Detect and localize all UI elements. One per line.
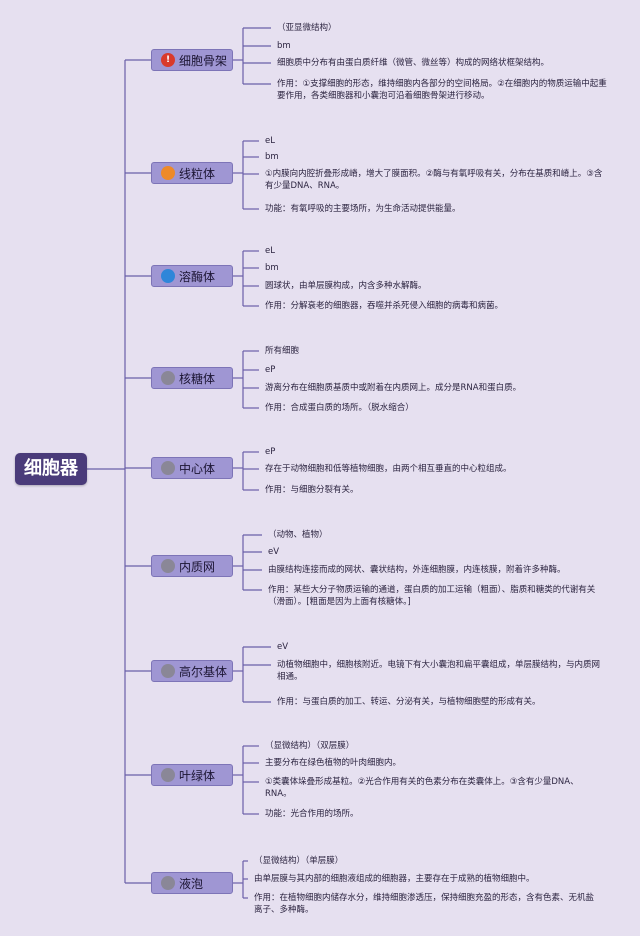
leaf-text: 作用：合成蛋白质的场所。（脱水缩合） xyxy=(265,403,414,413)
leaf-text: eL xyxy=(265,136,275,146)
leaf-text: 作用：与细胞分裂有关。 xyxy=(265,485,359,495)
leaf-text: ①内膜向内腔折叠形成嵴，增大了膜面积。②酶与有氧呼吸有关，分布在基质和嵴上。③含… xyxy=(265,169,603,191)
progress-icon xyxy=(161,166,175,180)
leaf-text: 由膜结构连接而成的网状、囊状结构，外连细胞膜，内连核膜，附着许多种酶。 xyxy=(268,565,566,575)
leaf-text: 游离分布在细胞质基质中或附着在内质网上。成分是RNA和蛋白质。 xyxy=(265,383,522,393)
leaf-text: 所有细胞 xyxy=(265,346,300,356)
leaf-text: eP xyxy=(265,365,276,375)
node-label: 溶酶体 xyxy=(179,269,216,284)
leaf-text: 细胞质中分布有由蛋白质纤维（微管、微丝等）构成的网络状框架结构。 xyxy=(277,58,550,68)
node-9[interactable]: 液泡 xyxy=(151,872,233,894)
node-label: 核糖体 xyxy=(179,371,216,386)
node-label: 叶绿体 xyxy=(179,768,216,783)
node-6[interactable]: 内质网 xyxy=(151,555,233,577)
leaf-text: 存在于动物细胞和低等植物细胞，由两个相互垂直的中心粒组成。 xyxy=(265,464,512,474)
progress-icon xyxy=(161,269,175,283)
leaf-text: （显微结构）（双层膜） xyxy=(265,741,355,751)
leaf-text: bm xyxy=(265,263,279,273)
leaf-text: bm xyxy=(265,152,279,162)
status-dot-icon xyxy=(161,876,175,890)
status-dot-icon xyxy=(161,371,175,385)
leaf-text: eP xyxy=(265,447,276,457)
node-label: 细胞骨架 xyxy=(179,53,228,68)
leaf-text: eL xyxy=(265,246,275,256)
leaf-text: （亚显微结构） xyxy=(277,23,337,33)
leaf-text: 作用：某些大分子物质运输的通道，蛋白质的加工运输（粗面）、脂质和糖类的代谢有关（… xyxy=(268,585,596,607)
leaf-text: （显微结构）（单层膜） xyxy=(254,856,344,866)
node-7[interactable]: 高尔基体 xyxy=(151,660,233,682)
node-label: 线粒体 xyxy=(179,166,216,181)
leaf-text: 作用：①支撑细胞的形态，维持细胞内各部分的空间格局。②在细胞内的物质运输中起重要… xyxy=(277,79,607,101)
status-dot-icon xyxy=(161,664,175,678)
leaf-text: 动植物细胞中，细胞核附近。电镜下有大小囊泡和扁平囊组成，单层膜结构，与内质网相通… xyxy=(277,660,601,682)
status-dot-icon xyxy=(161,559,175,573)
leaf-text: 圆球状，由单层膜构成，内含多种水解酶。 xyxy=(265,281,427,291)
priority-icon: ! xyxy=(161,53,175,67)
leaf-text: ①类囊体垛叠形成基粒。②光合作用有关的色素分布在类囊体上。③含有少量DNA、RN… xyxy=(265,777,579,799)
node-2[interactable]: 线粒体 xyxy=(151,162,233,184)
leaf-text: bm xyxy=(277,41,291,51)
leaf-text: 作用：在植物细胞内储存水分，维持细胞渗透压，保持细胞充盈的形态，含有色素、无机盐… xyxy=(254,893,595,915)
leaf-text: 作用：分解衰老的细胞器，吞噬并杀死侵入细胞的病毒和病菌。 xyxy=(265,301,504,311)
leaf-text: 功能：有氧呼吸的主要场所，为生命活动提供能量。 xyxy=(265,204,461,214)
leaf-text: （动物、植物） xyxy=(268,530,328,540)
status-dot-icon xyxy=(161,768,175,782)
status-dot-icon xyxy=(161,461,175,475)
node-5[interactable]: 中心体 xyxy=(151,457,233,479)
node-label: 中心体 xyxy=(179,461,216,476)
leaf-text: 由单层膜与其内部的细胞液组成的细胞器，主要存在于成熟的植物细胞中。 xyxy=(254,874,535,884)
node-label: 液泡 xyxy=(179,876,204,891)
root-node[interactable]: 细胞器 xyxy=(15,453,87,485)
node-1[interactable]: ! 细胞骨架 xyxy=(151,49,233,71)
leaf-text: eV xyxy=(268,547,280,557)
leaf-text: 作用：与蛋白质的加工、转运、分泌有关，与植物细胞壁的形成有关。 xyxy=(277,697,541,707)
node-4[interactable]: 核糖体 xyxy=(151,367,233,389)
node-3[interactable]: 溶酶体 xyxy=(151,265,233,287)
leaf-text: 主要分布在绿色植物的叶肉细胞内。 xyxy=(265,758,402,768)
node-8[interactable]: 叶绿体 xyxy=(151,764,233,786)
leaf-text: eV xyxy=(277,642,289,652)
node-label: 内质网 xyxy=(179,559,216,574)
leaf-text: 功能：光合作用的场所。 xyxy=(265,809,359,819)
node-label: 高尔基体 xyxy=(179,664,228,679)
